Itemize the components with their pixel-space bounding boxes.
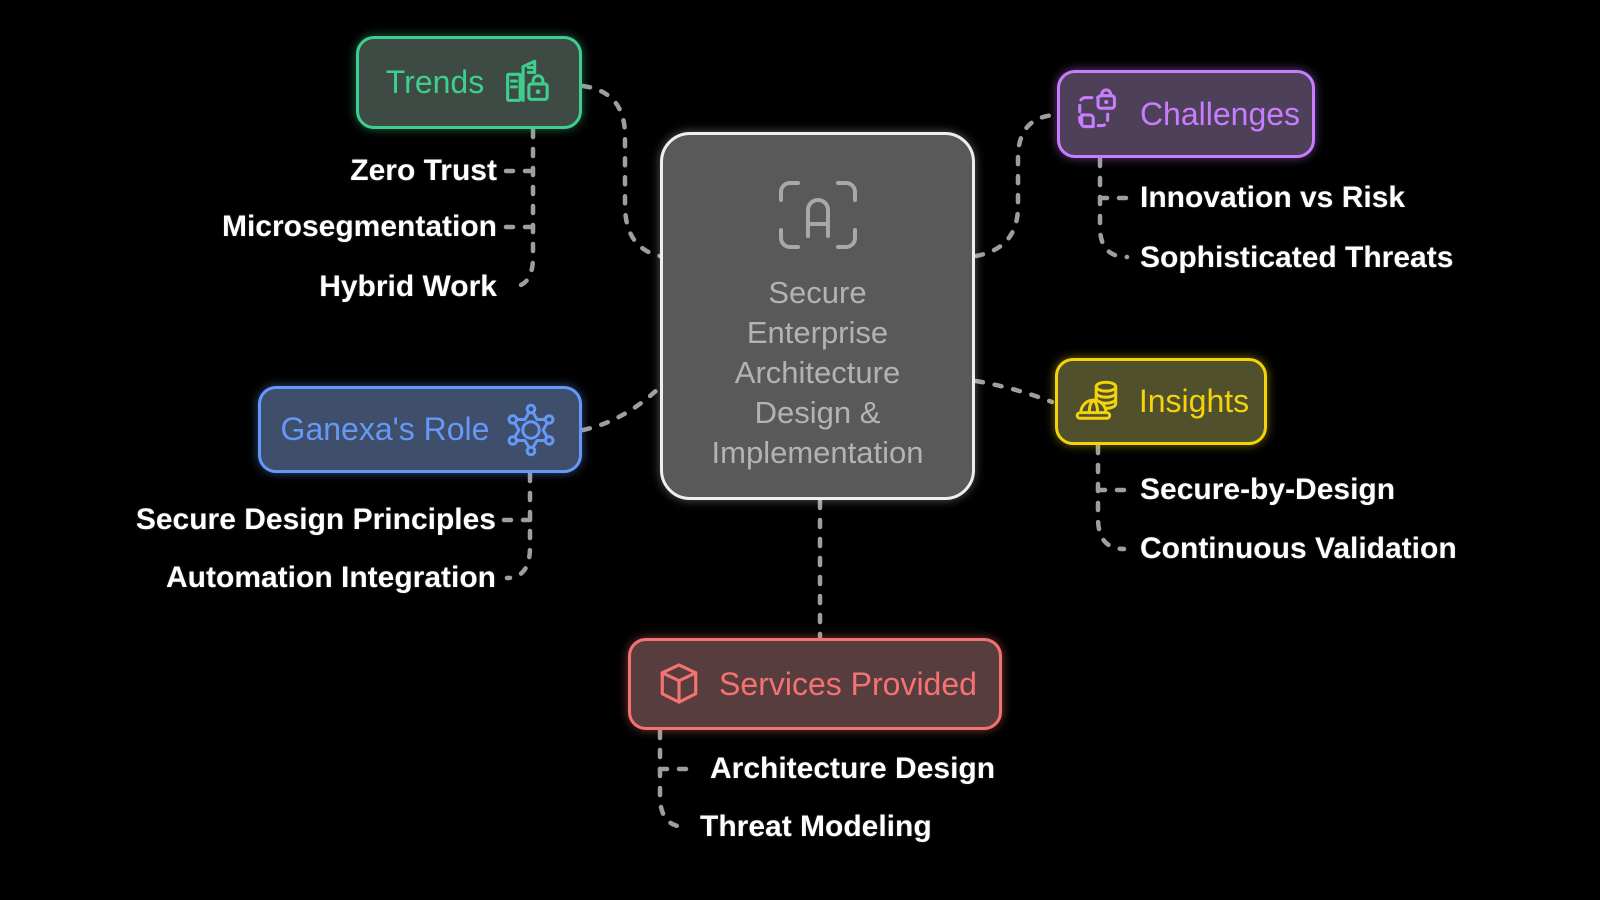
leaf-architecture-design: Architecture Design bbox=[710, 752, 996, 785]
branch-node-trends: Trends bbox=[356, 36, 582, 129]
leaf-secure-by-design: Secure-by-Design bbox=[1140, 473, 1396, 506]
connector-ganexa-trunk bbox=[504, 471, 533, 581]
connector-ganexa-central bbox=[580, 385, 662, 433]
central-title-line: Secure bbox=[768, 275, 867, 310]
leaf-automation-integration: Automation Integration bbox=[166, 561, 496, 594]
central-title-line: Architecture bbox=[734, 355, 901, 390]
branch-label-services-provided: Services Provided bbox=[719, 665, 977, 702]
leaf-hybrid-work: Hybrid Work bbox=[319, 270, 497, 303]
central-node: Secure Enterprise Architecture Design & … bbox=[660, 132, 975, 500]
central-title-line: Enterprise bbox=[746, 315, 889, 350]
connector-challenges-trunk bbox=[1097, 156, 1130, 260]
branch-label-ganexa-role: Ganexa's Role bbox=[280, 411, 490, 447]
branch-label-trends: Trends bbox=[385, 64, 485, 100]
connector-services-trunk bbox=[657, 728, 689, 830]
branch-node-services-provided: Services Provided bbox=[628, 638, 1002, 730]
branch-label-insights: Insights bbox=[1138, 383, 1250, 419]
text-scan-icon bbox=[778, 181, 857, 249]
leaf-innovation-vs-risk: Innovation vs Risk bbox=[1140, 181, 1406, 214]
leaf-secure-design-principles: Secure Design Principles bbox=[135, 503, 496, 536]
leaf-sophisticated-threats: Sophisticated Threats bbox=[1140, 241, 1454, 274]
branch-node-ganexa-role: Ganexa's Role bbox=[258, 386, 582, 473]
central-title: Secure Enterprise Architecture Design & … bbox=[712, 273, 924, 473]
branch-node-insights: Insights bbox=[1055, 358, 1267, 445]
cube-icon bbox=[660, 663, 698, 704]
connector-trends-central bbox=[580, 83, 663, 259]
branch-label-challenges: Challenges bbox=[1139, 95, 1301, 132]
leaf-microsegmentation: Microsegmentation bbox=[221, 210, 497, 243]
frame-lock-icon bbox=[1078, 88, 1116, 129]
molecule-star-icon bbox=[507, 403, 555, 456]
branch-node-challenges: Challenges bbox=[1057, 70, 1315, 158]
leaf-continuous-validation: Continuous Validation bbox=[1140, 532, 1457, 565]
leaf-zero-trust: Zero Trust bbox=[350, 154, 497, 187]
connector-challenges-central bbox=[973, 112, 1057, 259]
central-title-line: Design & bbox=[754, 395, 881, 430]
connector-trends-trunk bbox=[508, 127, 536, 290]
connector-insights-trunk bbox=[1095, 443, 1127, 552]
database-hardhat-icon bbox=[1075, 380, 1118, 420]
buildings-lock-icon bbox=[506, 59, 549, 102]
connector-insights-central bbox=[973, 378, 1055, 405]
central-title-line: Implementation bbox=[711, 435, 924, 470]
leaf-threat-modeling: Threat Modeling bbox=[700, 810, 932, 843]
